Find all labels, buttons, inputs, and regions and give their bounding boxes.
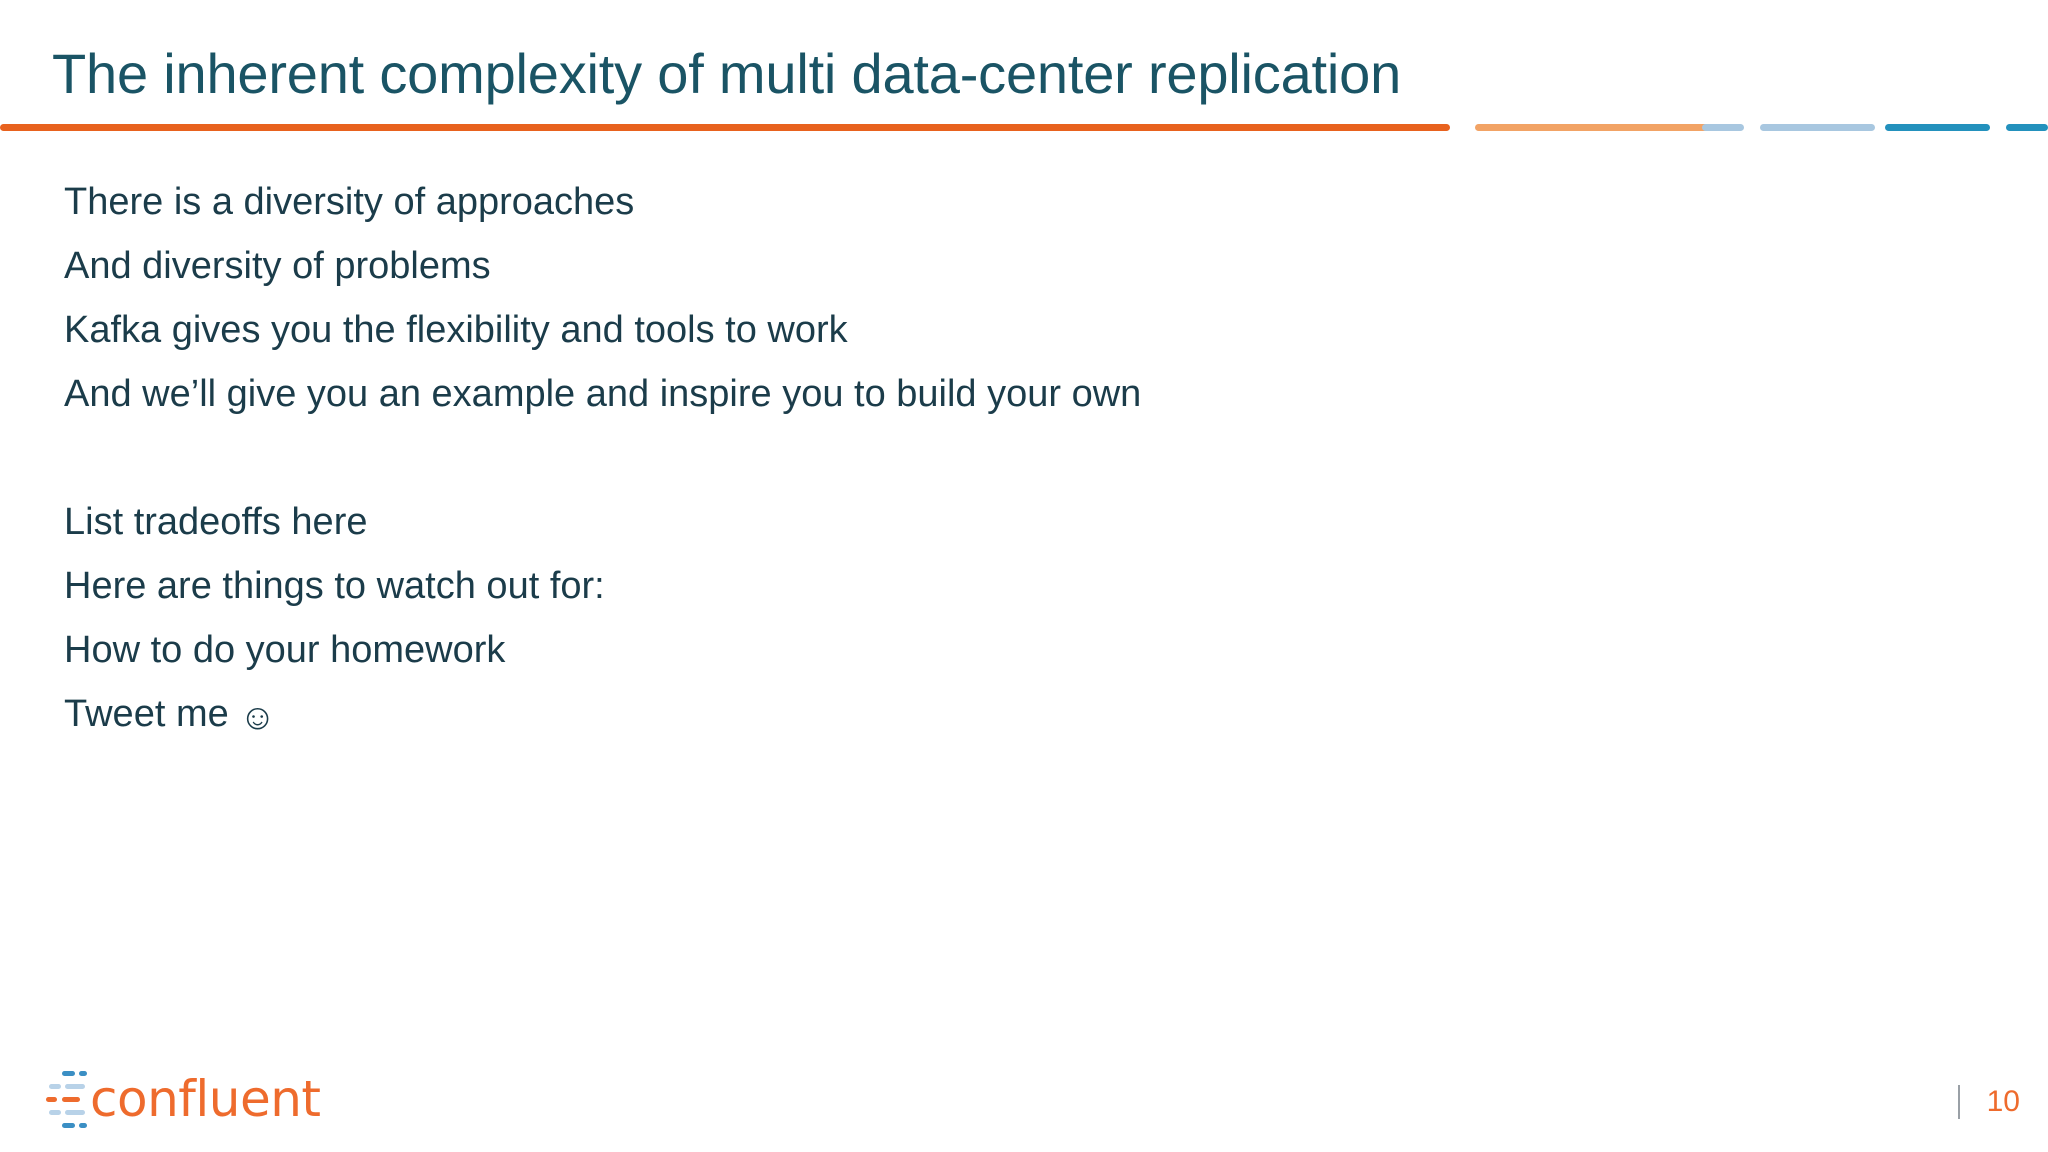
row5-blue [62,1123,75,1128]
dark-blue-dash-short [2006,124,2048,131]
body-text-block-secondary: List tradeoffs here Here are things to w… [64,490,605,746]
body-line: And diversity of problems [64,245,491,287]
confluent-logo-mark-icon [46,1068,92,1130]
body-line-tweet-text: Tweet me [64,693,240,735]
row1-light-blue [62,1071,75,1076]
light-blue-dash-long [1760,124,1875,131]
row3-orange [46,1097,57,1102]
body-line: List tradeoffs here [64,501,368,543]
row4-pale [49,1110,61,1115]
title-rule-band [0,124,2048,134]
row5-blue-2 [79,1123,87,1128]
body-line-tweet: Tweet me ☺ [64,682,605,746]
body-line: Kafka gives you the flexibility and tool… [64,309,848,351]
body-line: There is a diversity of approaches [64,181,635,223]
body-line: Here are things to watch out for: [64,565,605,607]
row4-pale-2 [65,1110,85,1115]
page-title: The inherent complexity of multi data-ce… [52,42,1402,105]
main-orange-rule [0,124,1450,131]
footer-divider [1958,1085,1960,1119]
smiley-face-icon: ☺ [239,696,277,737]
row3-orange-2 [62,1097,80,1102]
page-number: 10 [1986,1085,2020,1118]
row2-pale [49,1084,61,1089]
confluent-wordmark: confluent [90,1070,321,1128]
footer-page-indicator: 10 [1958,1082,2020,1122]
confluent-logo: confluent [46,1068,321,1130]
body-line: And we’ll give you an example and inspir… [64,373,1142,415]
row1-blue [79,1071,87,1076]
light-orange-dash [1475,124,1720,131]
dark-blue-dash-long [1885,124,1990,131]
light-blue-dash-short [1702,124,1744,131]
body-text-block-primary: There is a diversity of approaches And d… [64,170,1141,426]
row2-pale-2 [65,1084,85,1089]
body-line: How to do your homework [64,629,506,671]
